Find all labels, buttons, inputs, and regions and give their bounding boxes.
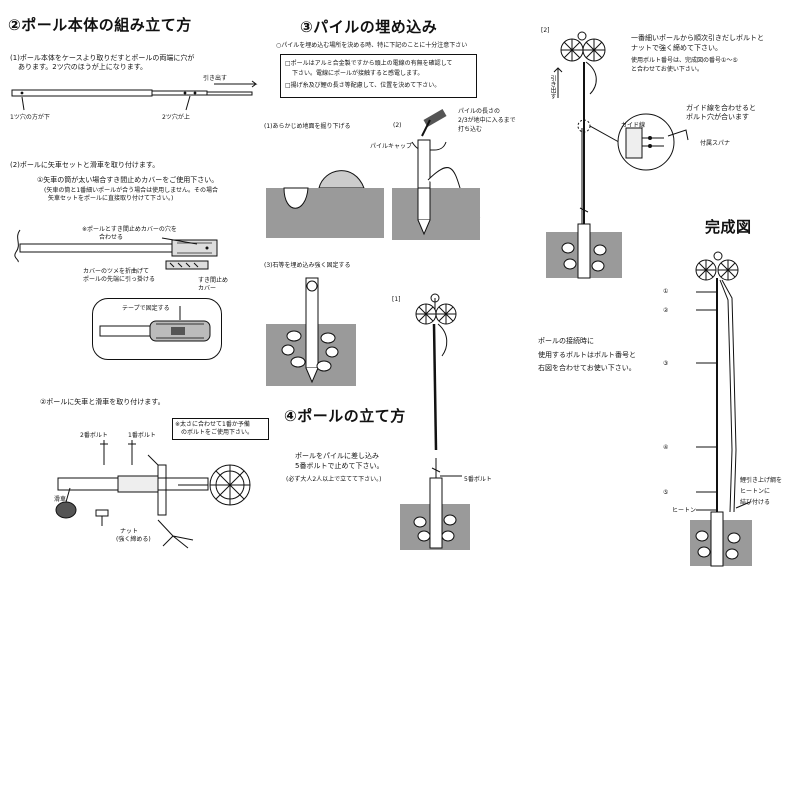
bolt-usage-line2: 使用するボルトはボルト番号と [538,351,636,359]
stand-step1-label: [1] [392,296,401,303]
nut-label-b: (強く締める) [116,536,151,543]
pile-length-line2: 2/3が地中に入るまで [458,117,516,124]
step2-sub2: (矢車の筒と1番細いポールが合う場合は使用しません。その場合 [44,187,218,194]
bolt-note-line2: のボルトをご使用下さい。 [181,429,254,436]
cover-hook-label-a: カバーのツメを折曲げて [83,268,150,275]
pole-figure [10,80,270,116]
bolt-number-5: ⑤ [663,489,669,496]
guide-note-line1: ガイド線を合わせると [686,104,756,112]
pile-warning-note: ○パイルを埋め込む場所を決める時、特に下記のことに十分注意下さい [276,42,468,49]
bolt1-label: 1番ボルト [128,432,156,439]
extend-line4: と合わせてお使い下さい。 [631,66,703,73]
pinwheel-pulley-figure [48,440,263,550]
bolt-note-line1: ※太さに合わせて1番か予備 [175,421,250,428]
hole-one-label: 1ツ穴の方が下 [10,114,50,121]
pile-step3-label: (3)石等を埋め込み強く固定する [264,262,351,269]
hiton-label: ヒートン [672,507,697,514]
pile-warning-line1a: □ポールはアルミ合金製ですから頭上の電線の有無を確認して [285,60,453,67]
gap-cover-label-a: すき間止め [198,277,229,284]
stand-line2: 5番ボルトで止めて下さい。 [295,462,384,470]
bolt-number-2: ② [663,307,669,314]
pile-warning-line1b: 下さい。電線にポールが接触すると感電します。 [292,70,424,77]
nut-label-a: ナット [120,528,139,535]
step2-sub3: 矢車セットをポールに直接取り付けて下さい。) [48,195,174,202]
complete-diagram-title: 完成図 [705,218,752,236]
tape-label: テープで固定する [122,305,170,312]
right-step2-label: [2] [541,27,550,34]
gap-cover-figure [12,228,232,264]
extend-line2: ナットで強く締めて下さい。 [631,44,722,52]
pile-length-line1: パイルの長さの [458,108,501,115]
section-title-stand: ④ポールの立て方 [284,407,406,425]
extend-pole-figure [546,28,650,280]
spanner-label: 付属スパナ [700,140,731,147]
guide-line-label: ガイド線 [621,122,646,129]
step2-sub1: ①矢車の筒が太い場合すき間止めカバーをご使用下さい。 [37,176,219,184]
completed-pole-figure [690,250,752,568]
guide-detail-figure [614,110,694,176]
rope-note-line1: 鯉引き上げ綱を [740,477,783,484]
tape-detail-box [92,298,222,360]
step1-text-line1: (1)ポール本体をケースより取りだすとポールの両端に穴が [10,54,195,62]
tape-detail-figure [96,312,220,352]
pile-step2-label: (2) [393,122,402,129]
cover-hook-label-b: ポールの先端に引っ掛ける [83,276,156,283]
stand-line3: (必ず大人2人以上で立てて下さい。) [286,476,382,483]
dig-hole-figure [266,160,384,238]
section-title-pole-assembly: ②ポール本体の組み立て方 [8,16,192,34]
stand-line1: ポールをパイルに差し込み [295,452,379,460]
pile-step1-label: (1)あらかじめ地面を掘り下げる [264,123,351,130]
pull-out-label: 引き出す [203,75,228,82]
step2-text-line1: (2)ポールに矢車セットと滑車を取り付けます。 [10,161,160,169]
rope-note-line3: 結び付ける [740,499,771,506]
rope-note-line2: ヒートンに [740,488,771,495]
guide-note-line2: ボルト穴が合います [686,113,749,121]
pile-cap-label: パイルキャップ [370,143,413,150]
step3-text-line1: ②ポールに矢車と滑車を取り付けます。 [40,398,165,406]
gap-cover-label-b: カバー [198,285,217,292]
gap-cover-detail-figure [160,256,220,276]
extend-line3: 使用ボルト番号は、完成図の番号①～⑤ [631,57,738,64]
raise-pole-figure [400,290,470,550]
drive-pile-figure [392,109,480,240]
vertical-pull-label: 引き出す [549,75,556,99]
bolt-number-1: ① [663,288,669,295]
bolt-number-3: ③ [663,360,669,367]
section-title-pile: ③パイルの埋め込み [300,18,438,36]
step1-text-line2: あります。2ツ穴のほうが上になります。 [18,63,148,71]
pile-length-line3: 打ち込む [458,126,483,133]
bolt-note-box [172,418,269,440]
bolt-usage-line3: 右図を合わせてお使い下さい。 [538,364,636,372]
extend-line1: 一番細いポールから順次引きだしボルトと [631,34,764,42]
pile-warning-line2: □揚げ糸及び鯉の長さ等配慮して、位置を決めて下さい。 [285,82,441,89]
pile-warning-box [280,54,477,98]
bolt-usage-line1: ポールの接続時に [538,337,594,345]
pulley-label: 滑車 [54,496,67,503]
hole-align-label-a: ※ポールとすき間止めカバーの穴を [82,226,177,233]
stone-fill-figure [266,272,356,386]
hole-align-label-b: 合わせる [99,234,124,241]
bolt5-label: 5番ボルト [464,476,492,483]
bolt2-label: 2番ボルト [80,432,108,439]
hole-two-label: 2ツ穴が上 [162,114,190,121]
bolt-number-4: ④ [663,444,669,451]
